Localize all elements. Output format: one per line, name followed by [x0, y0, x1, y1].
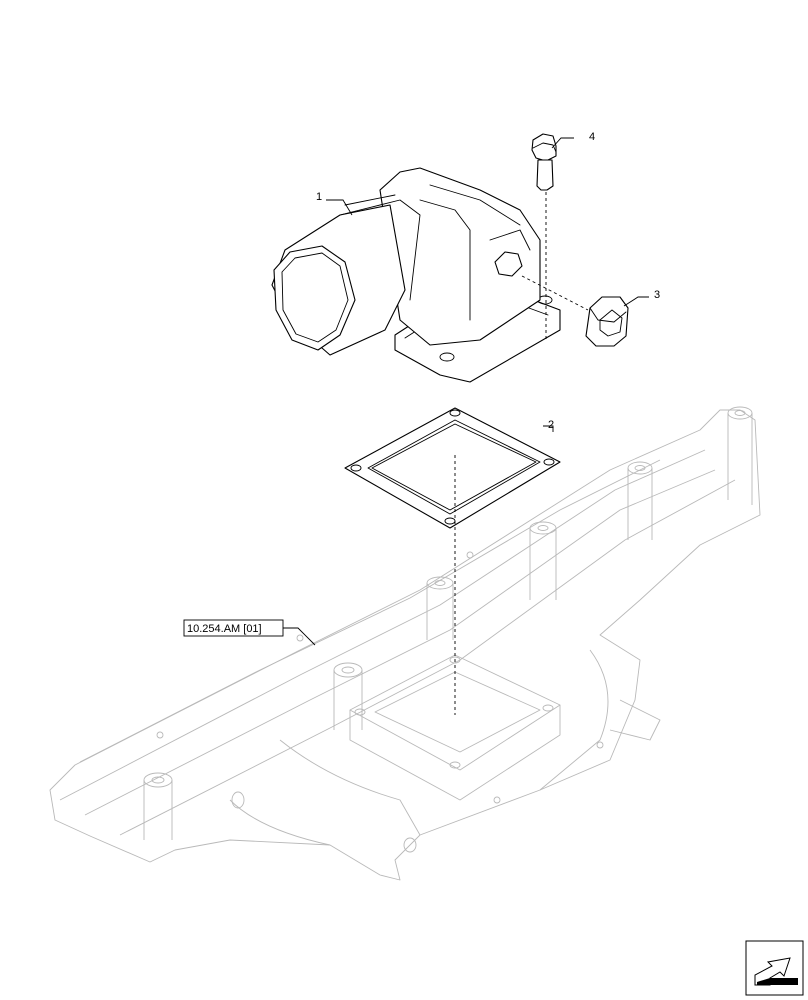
reference-label-box: 10.254.AM [01] [183, 619, 284, 637]
next-page-arrow-icon[interactable] [745, 940, 804, 996]
callout-3: 3 [654, 289, 660, 301]
nut-part [585, 296, 629, 347]
callout-2: 2 [548, 419, 554, 431]
callout-leaders [283, 137, 649, 646]
exhaust-manifold-ghost [49, 406, 761, 881]
reference-label: 10.254.AM [01] [187, 623, 262, 635]
bolt-part [531, 133, 557, 191]
assembly-axis-lines [454, 192, 589, 715]
callout-4: 4 [589, 131, 595, 143]
callout-1: 1 [316, 191, 322, 203]
elbow-outlet-part [271, 167, 561, 383]
gasket-part [344, 407, 561, 529]
